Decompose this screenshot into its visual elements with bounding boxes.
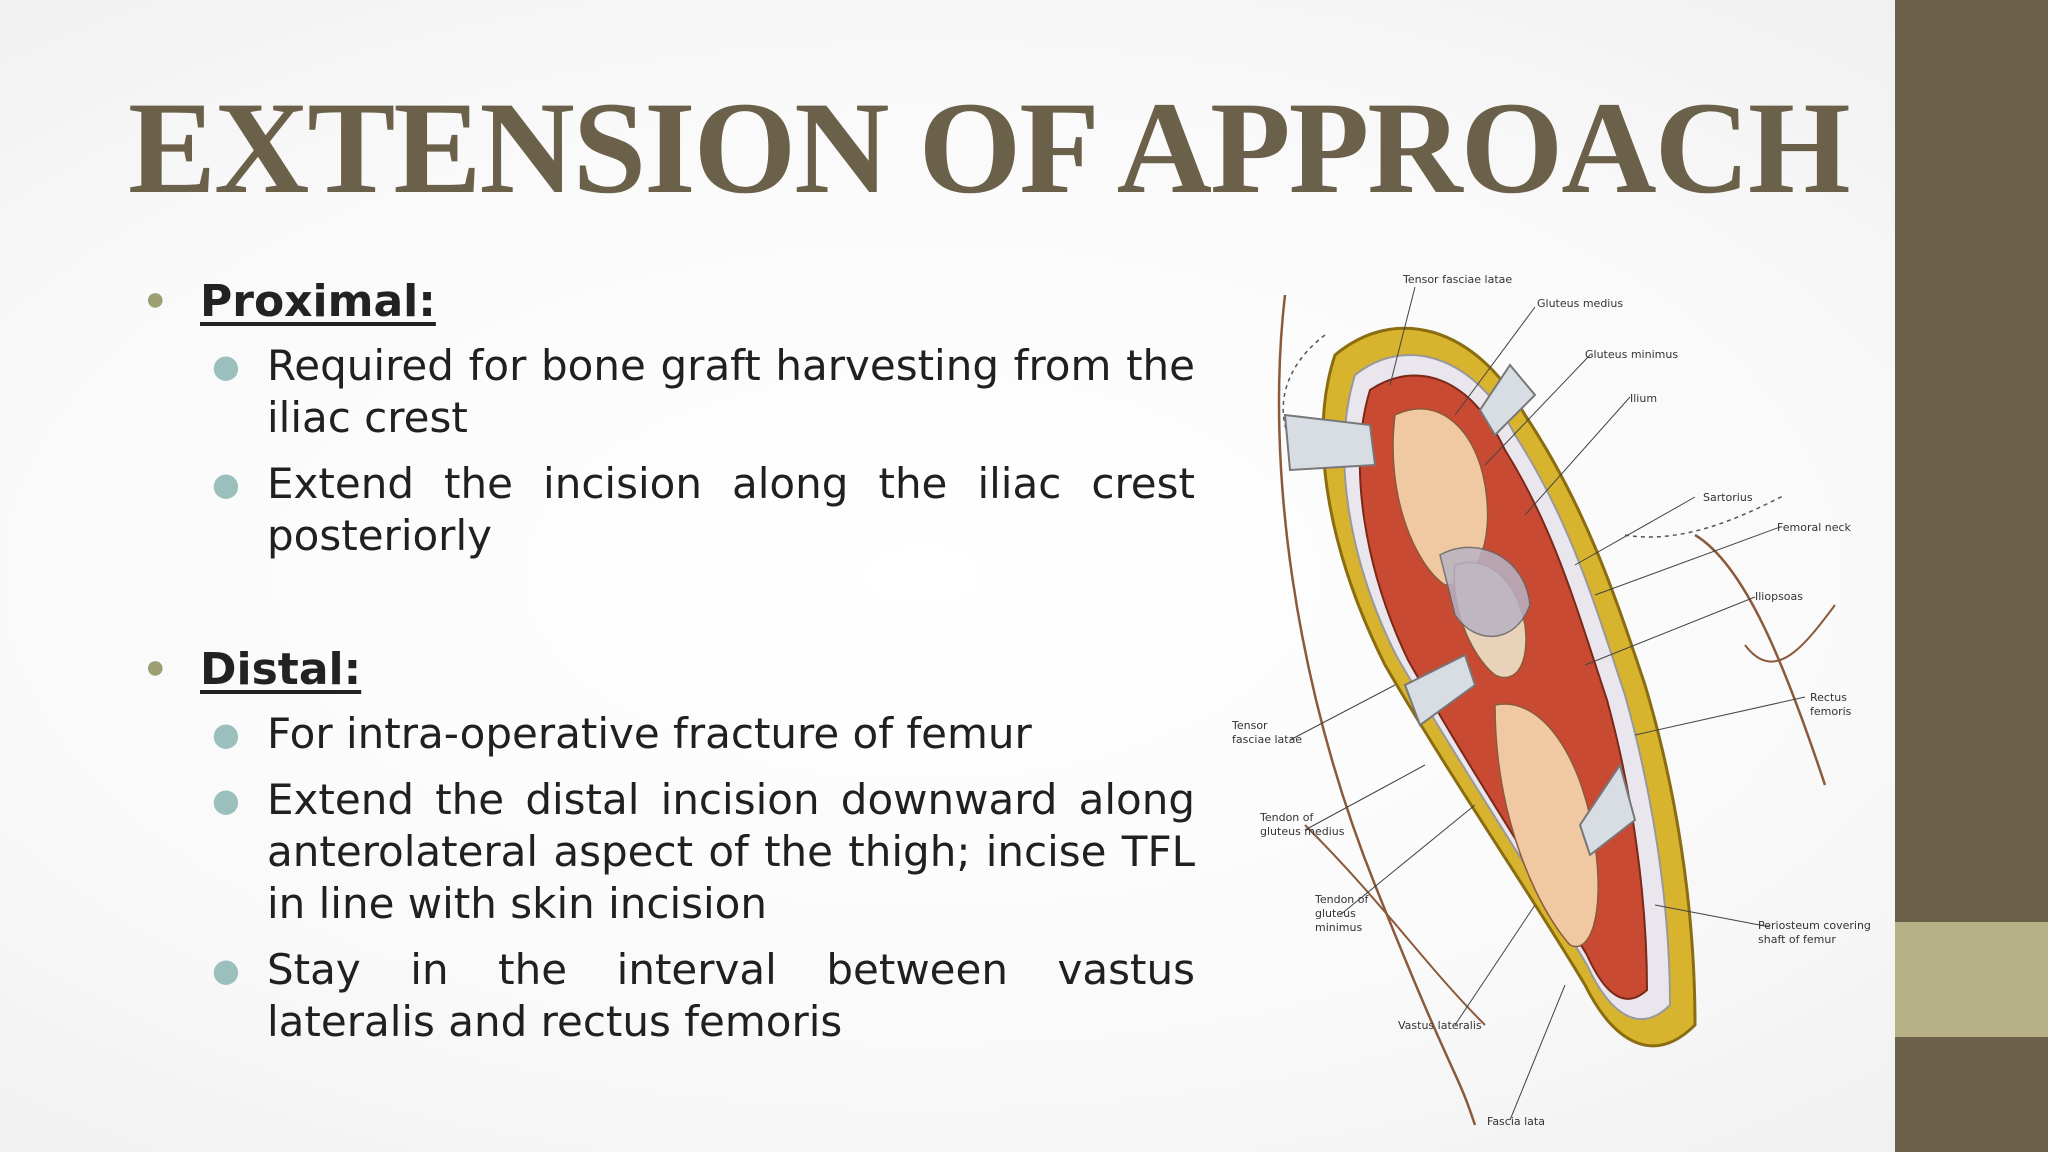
label-tendon-gluteus-minimus-3: minimus bbox=[1315, 921, 1362, 934]
label-gluteus-medius: Gluteus medius bbox=[1537, 297, 1623, 310]
label-tendon-gluteus-minimus: Tendon of bbox=[1314, 893, 1370, 906]
label-ilium: Ilium bbox=[1630, 392, 1657, 405]
list-item: ● Required for bone graft harvesting from… bbox=[212, 340, 1195, 444]
hip-approach-diagram: Tensor fasciae latae Gluteus medius Glut… bbox=[1231, 273, 1871, 1128]
bullet-icon: ● bbox=[212, 347, 240, 385]
slide-content: ● Proximal: ● Required for bone graft har… bbox=[145, 270, 1195, 1062]
label-periosteum: Periosteum covering bbox=[1758, 919, 1871, 932]
slide: EXTENSION OF APPROACH ● Proximal: ● Requi… bbox=[128, 74, 1895, 1145]
bullet-icon: ● bbox=[145, 648, 166, 686]
list-item: ● Stay in the interval between vastus lat… bbox=[212, 944, 1195, 1048]
list-item: ● Extend the distal incision downward alo… bbox=[212, 774, 1195, 930]
label-tfl-left: Tensor bbox=[1231, 719, 1268, 732]
label-periosteum-2: shaft of femur bbox=[1758, 933, 1836, 946]
section-heading: Distal: bbox=[200, 644, 362, 695]
bullet-text: Extend the incision along the iliac cres… bbox=[267, 459, 1195, 560]
slide-title: EXTENSION OF APPROACH bbox=[128, 74, 1851, 221]
section-distal: ● Distal: ● For intra-operative fracture … bbox=[145, 638, 1195, 1048]
bullet-text: Stay in the interval between vastus late… bbox=[267, 945, 1195, 1046]
label-rectus-femoris: Rectus bbox=[1810, 691, 1847, 704]
section-proximal: ● Proximal: ● Required for bone graft har… bbox=[145, 270, 1195, 562]
label-vastus-lateralis: Vastus lateralis bbox=[1398, 1019, 1482, 1032]
decorative-rail-accent bbox=[1895, 922, 2048, 1037]
label-tendon-gluteus-medius: Tendon of bbox=[1259, 811, 1315, 824]
label-iliopsoas: Iliopsoas bbox=[1755, 590, 1803, 603]
bullet-icon: ● bbox=[212, 465, 240, 503]
bullet-icon: ● bbox=[212, 951, 240, 989]
bullet-list: ● Required for bone graft harvesting from… bbox=[200, 340, 1195, 562]
bullet-text: Required for bone graft harvesting from … bbox=[267, 341, 1195, 442]
section-heading: Proximal: bbox=[200, 276, 436, 327]
label-sartorius: Sartorius bbox=[1703, 491, 1753, 504]
bullet-text: For intra-operative fracture of femur bbox=[267, 709, 1032, 758]
bullet-text: Extend the distal incision downward alon… bbox=[267, 775, 1195, 928]
bullet-icon: ● bbox=[212, 715, 240, 753]
label-femoral-neck: Femoral neck bbox=[1777, 521, 1852, 534]
list-item: ● For intra-operative fracture of femur bbox=[212, 708, 1195, 760]
label-tendon-gluteus-minimus-2: gluteus bbox=[1315, 907, 1356, 920]
list-item: ● Extend the incision along the iliac cre… bbox=[212, 458, 1195, 562]
bullet-icon: ● bbox=[145, 280, 166, 318]
bullet-list: ● For intra-operative fracture of femur ●… bbox=[200, 708, 1195, 1048]
label-gluteus-minimus: Gluteus minimus bbox=[1585, 348, 1678, 361]
label-rectus-femoris-2: femoris bbox=[1810, 705, 1852, 718]
label-tendon-gluteus-medius-2: gluteus medius bbox=[1260, 825, 1345, 838]
bullet-icon: ● bbox=[212, 781, 240, 819]
anatomy-illustration: Tensor fasciae latae Gluteus medius Glut… bbox=[1225, 265, 1895, 1145]
label-fascia-lata: Fascia lata bbox=[1487, 1115, 1545, 1128]
label-tfl-left-2: fasciae latae bbox=[1232, 733, 1302, 746]
label-tensor-fasciae-latae: Tensor fasciae latae bbox=[1402, 273, 1512, 286]
